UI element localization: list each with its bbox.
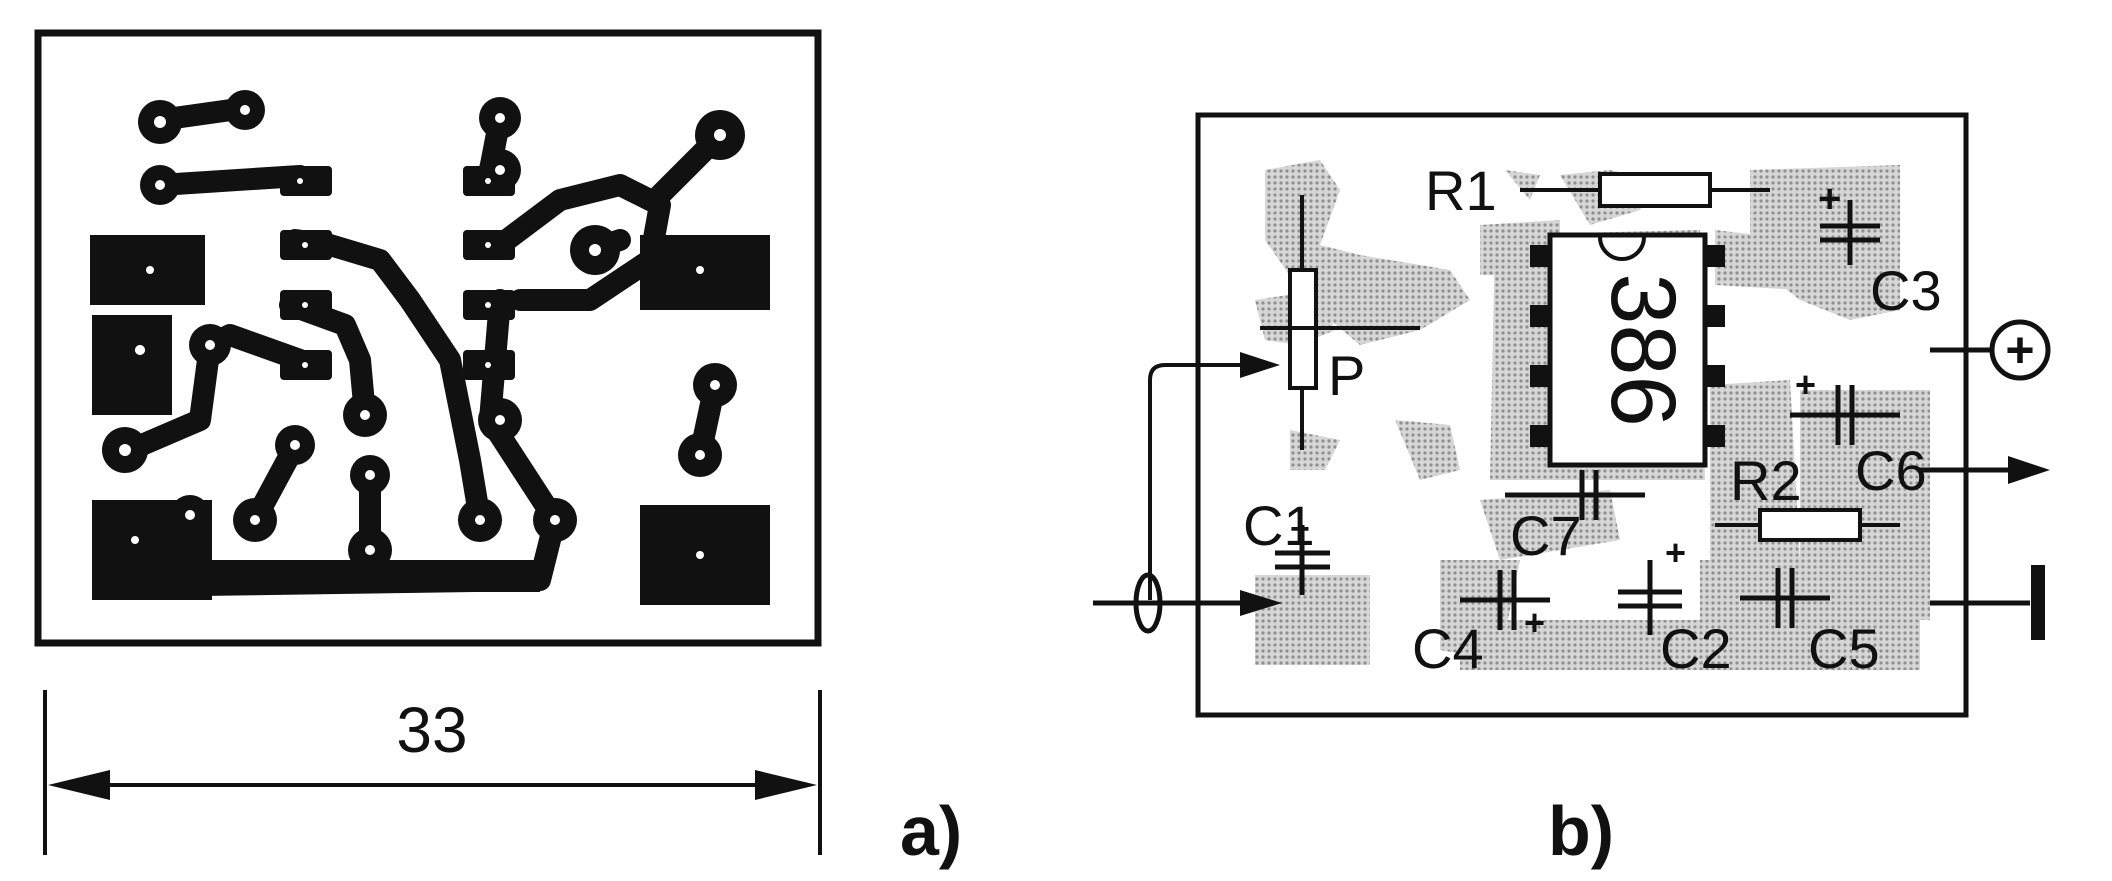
output-arrow [2008,456,2050,484]
ic-label: 386 [1592,273,1694,427]
label-pot: P [1328,344,1365,407]
plus-c1: + [1290,510,1310,548]
label-c2: C2 [1660,617,1732,680]
label-c7: C7 [1510,504,1582,567]
capacitor-c1 [1275,525,1330,595]
capacitor-c7 [1505,470,1645,520]
plus-c2: + [1665,532,1686,573]
label-c3: C3 [1870,259,1942,322]
capacitor-c2 [1618,560,1682,635]
input-arrow-upper [1240,352,1280,378]
panel-a-pcb-layout: 33 a) [34,29,962,870]
pcb-board-outline [34,29,822,647]
label-c5: C5 [1808,617,1880,680]
input-terminal [1093,572,1245,634]
resistor-r2 [1715,508,1900,542]
capacitor-c3 [1820,200,1880,265]
capacitor-c4 [1460,570,1550,630]
input-lead [1148,363,1240,600]
dimension-label: 33 [396,694,467,766]
plus-c3: + [1818,177,1841,221]
panel-a-caption: a) [900,792,962,870]
label-c6: C6 [1855,439,1927,502]
input-arrow-lower [1240,590,1282,616]
label-c4: C4 [1412,617,1484,680]
resistor-r1 [1520,172,1770,208]
label-r1: R1 [1425,159,1497,222]
dimension-line [43,690,822,855]
positive-supply-terminal [1930,319,2051,381]
capacitor-c6 [1790,385,1900,445]
copper-large-pads [90,235,770,605]
label-r2: R2 [1730,449,1802,512]
plus-c4: + [1524,602,1545,643]
board-outline [1195,112,1969,718]
label-c1: C1 [1243,494,1315,557]
ic-386: 386 [1530,232,1725,468]
ground-terminal [1930,565,2045,640]
plus-c6: + [1795,364,1816,405]
potentiometer-p [1260,195,1420,450]
capacitor-c5 [1740,568,1830,628]
panel-b-caption: b) [1548,792,1614,870]
panel-b-component-layout: 386 R1 + C3 P [1093,112,2051,870]
positive-supply-symbol: + [2005,322,2034,378]
drill-holes [119,105,726,559]
